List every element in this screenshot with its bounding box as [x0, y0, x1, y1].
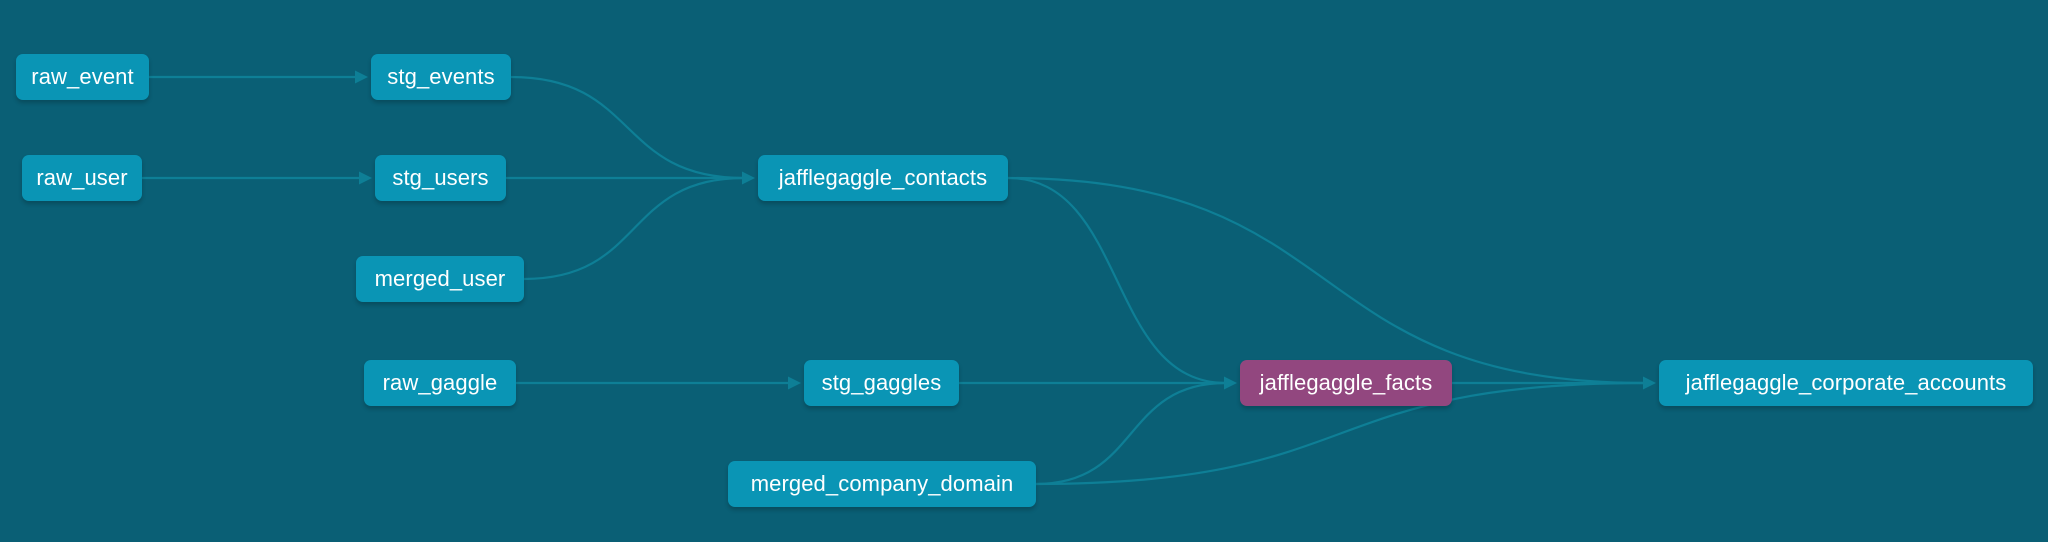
- dag-node-label: merged_user: [374, 266, 506, 291]
- dag-node-label: merged_company_domain: [750, 471, 1014, 496]
- dag-node-jafflegaggle-facts[interactable]: jafflegaggle_facts: [1240, 360, 1452, 406]
- dag-node-label: raw_event: [31, 64, 134, 89]
- dag-node-label: stg_events: [387, 64, 495, 89]
- dag-node-merged-user[interactable]: merged_user: [356, 256, 524, 302]
- dag-node-stg-events[interactable]: stg_events: [371, 54, 511, 100]
- dag-node-raw-user[interactable]: raw_user: [22, 155, 142, 201]
- dag-node-label: stg_gaggles: [821, 370, 942, 395]
- dag-node-label: stg_users: [392, 165, 489, 190]
- dag-node-raw-gaggle[interactable]: raw_gaggle: [364, 360, 516, 406]
- dag-node-label: raw_gaggle: [382, 370, 498, 395]
- dag-node-stg-users[interactable]: stg_users: [375, 155, 506, 201]
- dag-node-merged-company-domain[interactable]: merged_company_domain: [728, 461, 1036, 507]
- dag-node-label: jafflegaggle_contacts: [778, 165, 988, 190]
- dag-node-label: jafflegaggle_facts: [1259, 370, 1433, 395]
- dag-node-label: raw_user: [36, 165, 128, 190]
- dag-node-stg-gaggles[interactable]: stg_gaggles: [804, 360, 959, 406]
- dag-node-jafflegaggle-contacts[interactable]: jafflegaggle_contacts: [758, 155, 1008, 201]
- dag-node-raw-event[interactable]: raw_event: [16, 54, 149, 100]
- dag-node-label: jafflegaggle_corporate_accounts: [1685, 370, 2007, 395]
- dag-node-jafflegaggle-corporate-accounts[interactable]: jafflegaggle_corporate_accounts: [1659, 360, 2033, 406]
